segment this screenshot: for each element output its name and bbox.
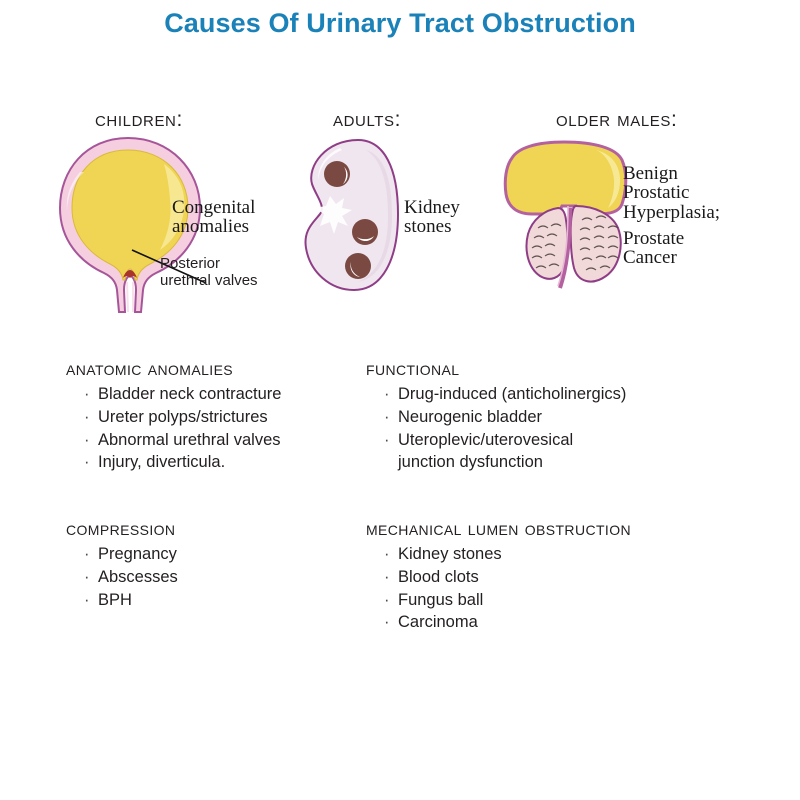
- label-posterior-urethral-valves: Posterior urethral valves: [160, 255, 258, 289]
- category-list: · Bladder neck contracture · Ureter polyps…: [66, 383, 281, 474]
- category-list: · Kidney stones · Blood clots · Fungus ball…: [366, 543, 631, 634]
- prostate-illustration: [488, 136, 648, 311]
- category-compression: Compression · Pregnancy · Abscesses · BPH: [66, 518, 178, 611]
- bullet-icon: ·: [84, 545, 90, 563]
- list-item: · BPH: [84, 589, 178, 612]
- list-item-text: Ureter polyps/strictures: [98, 407, 268, 426]
- prostate-hatch-left: [531, 223, 562, 269]
- label-prostate-cancer: Prostate Cancer: [623, 228, 685, 269]
- list-item-text: Blood clots: [398, 567, 479, 586]
- bullet-icon: ·: [84, 407, 90, 426]
- list-item-text: Bladder neck contracture: [98, 385, 282, 403]
- list-item-text: Carcinoma: [398, 613, 478, 632]
- category-functional: Functional · Drug-induced (anticholinergi…: [366, 358, 626, 474]
- list-item: · Bladder neck contracture: [84, 383, 281, 406]
- bullet-icon: ·: [84, 590, 90, 609]
- list-item-text: Abnormal urethral valves: [98, 430, 281, 449]
- category-list: · Pregnancy · Abscesses · BPH: [66, 543, 178, 611]
- list-item-text: Pregnancy: [98, 545, 177, 563]
- bullet-icon: ·: [84, 385, 90, 403]
- illustration-heading-children: Children:: [95, 108, 183, 131]
- illustration-heading-adults: Adults:: [333, 108, 402, 131]
- bladder-icon: [58, 136, 202, 313]
- label-benign-prostatic-hyperplasia: Benign Prostatic Hyperplasia;: [623, 163, 721, 223]
- bullet-icon: ·: [84, 430, 90, 449]
- illustration-heading-older-males: Older males:: [556, 108, 678, 131]
- urethra-line: [558, 207, 572, 289]
- bullet-icon: ·: [84, 453, 90, 472]
- list-item-text: Uteroplevic/uterovesical junction dysfun…: [398, 430, 574, 472]
- renal-pelvis-shape: [314, 196, 352, 234]
- category-anatomic-anomalies: Anatomic anomalies · Bladder neck contrac…: [66, 358, 281, 474]
- bullet-icon: ·: [384, 385, 390, 403]
- list-item: · Kidney stones: [384, 543, 631, 566]
- list-item: · Carcinoma: [384, 611, 631, 634]
- kidney-stone-group: [324, 161, 378, 279]
- list-item: · Neurogenic bladder: [384, 406, 626, 429]
- list-item: · Injury, diverticula.: [84, 451, 281, 474]
- list-item: · Ureter polyps/strictures: [84, 406, 281, 429]
- kidney-illustration: [296, 136, 406, 301]
- label-congenital-anomalies: Congenital anomalies: [172, 197, 256, 238]
- category-heading: Functional: [366, 358, 460, 380]
- bullet-icon: ·: [384, 590, 390, 609]
- list-item-text: Neurogenic bladder: [398, 407, 543, 426]
- list-item-text: Kidney stones: [398, 545, 502, 563]
- list-item: · Fungus ball: [384, 589, 631, 612]
- list-item: · Drug-induced (anticholinergics): [384, 383, 626, 406]
- bullet-icon: ·: [384, 430, 390, 449]
- bullet-icon: ·: [384, 613, 390, 632]
- category-heading: Compression: [66, 518, 176, 540]
- category-mechanical-lumen-obstruction: Mechanical Lumen Obstruction · Kidney sto…: [366, 518, 631, 634]
- bullet-icon: ·: [384, 567, 390, 586]
- list-item: · Pregnancy: [84, 543, 178, 566]
- bullet-icon: ·: [384, 545, 390, 563]
- category-list: · Drug-induced (anticholinergics) · Neurog…: [366, 383, 626, 474]
- page-title: Causes Of Urinary Tract Obstruction: [164, 8, 636, 38]
- list-item: · Blood clots: [384, 566, 631, 589]
- prostate-hatch-right: [579, 215, 619, 271]
- list-item-text: BPH: [98, 590, 132, 609]
- list-item: · Abscesses: [84, 566, 178, 589]
- bullet-icon: ·: [84, 567, 90, 586]
- list-item: · Uteroplevic/uterovesical junction dysfu…: [384, 429, 626, 475]
- category-heading: Mechanical Lumen Obstruction: [366, 518, 632, 540]
- prostate-icon: [503, 140, 628, 289]
- kidney-icon: [304, 138, 400, 292]
- list-item-text: Drug-induced (anticholinergics): [398, 385, 627, 403]
- label-kidney-stones: Kidney stones: [404, 197, 460, 238]
- posterior-urethral-valve-marker: [123, 270, 137, 278]
- valve-leader-line: [131, 249, 207, 284]
- list-item-text: Injury, diverticula.: [98, 453, 226, 472]
- category-heading: Anatomic anomalies: [66, 358, 234, 380]
- bladder-illustration: [40, 130, 220, 320]
- list-item-text: Fungus ball: [398, 590, 484, 609]
- bullet-icon: ·: [384, 407, 390, 426]
- list-item: · Abnormal urethral valves: [84, 429, 281, 452]
- list-item-text: Abscesses: [98, 567, 178, 586]
